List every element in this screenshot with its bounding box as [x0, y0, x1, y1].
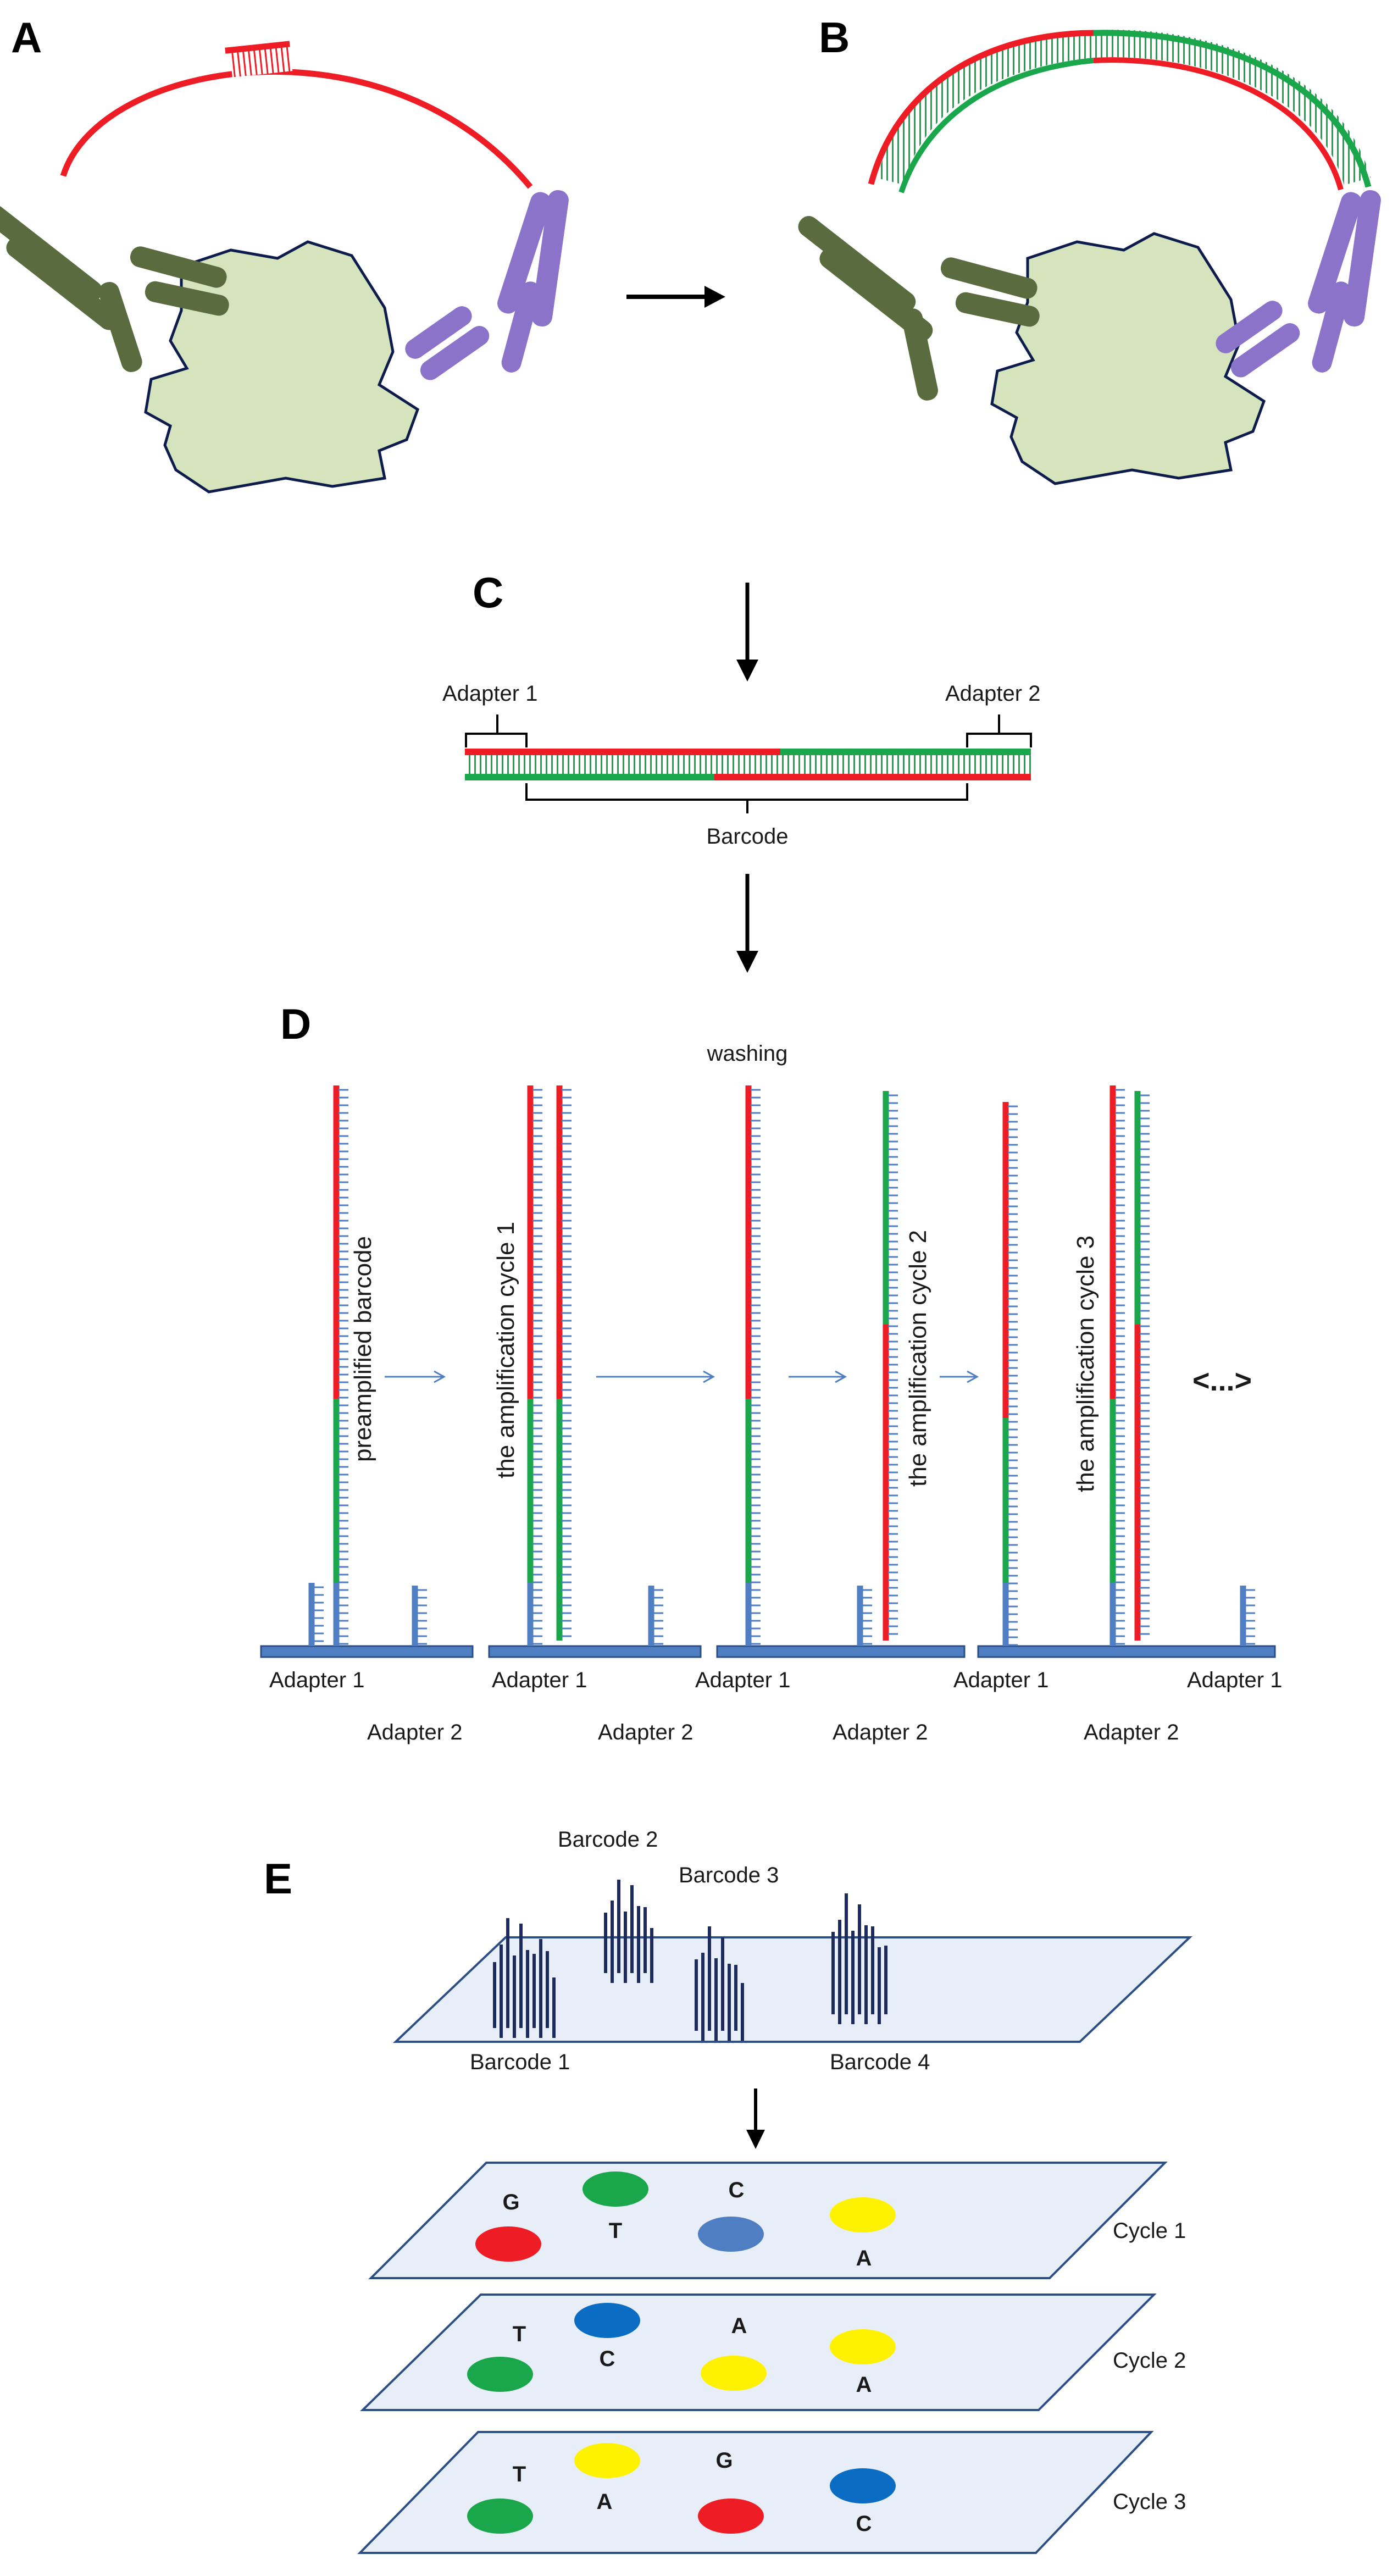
antibody-green-a	[0, 205, 229, 373]
cycle-1-surface	[368, 2162, 1168, 2279]
cycle-3-spot-yellow	[574, 2443, 640, 2478]
adapter2-bracket	[966, 714, 1032, 747]
cycle-2-spot-green	[467, 2357, 533, 2392]
cycle-3-base-2: A	[597, 2490, 613, 2514]
panel-c-label: C	[473, 568, 503, 617]
cycle-3-base-4: C	[856, 2512, 872, 2536]
adapter2-label-d1: Adapter 2	[367, 1720, 462, 1744]
barcode-bracket	[525, 783, 968, 813]
cycle-3-plate: T A G C Cycle 3	[357, 2431, 1186, 2554]
barcode2-label: Barcode 2	[558, 1827, 658, 1852]
panel-e-label: E	[264, 1854, 292, 1903]
cycle-1-spot-red	[475, 2226, 541, 2262]
cycle-1-base-4: A	[856, 2246, 872, 2270]
cycle-2-spot-darkblue	[574, 2303, 640, 2338]
substrate-3	[716, 1645, 966, 1658]
dna-duplex-hatch-right-b	[1092, 30, 1371, 186]
cycle-3-spot-green	[467, 2499, 533, 2534]
arrow-e-to-cycles	[746, 2089, 765, 2149]
oligo-backbone-a	[225, 41, 290, 54]
adapter1-label-c: Adapter 1	[442, 682, 537, 706]
adapter1-label-d4: Adapter 1	[953, 1668, 1048, 1692]
amplification-cycle-1-label: the amplification cycle 1	[492, 1222, 519, 1478]
preamplified-barcode-label: preamplified barcode	[350, 1236, 376, 1462]
cycle-1-base-3: C	[729, 2178, 745, 2202]
arrow-b-to-c	[736, 583, 758, 682]
dna-strand-red-b	[868, 30, 1094, 185]
cycle-1-plate: G T C A Cycle 1	[368, 2162, 1186, 2279]
cycle-3-base-3: G	[715, 2448, 733, 2473]
dna-strand-green-inner-b	[898, 58, 1094, 193]
adapter2-label-d2: Adapter 2	[598, 1720, 693, 1744]
barcode1-label: Barcode 1	[470, 2050, 570, 2074]
hybridized-oligo-a	[229, 43, 293, 77]
adapter1-bracket	[465, 714, 528, 747]
cycle-2-surface	[360, 2294, 1157, 2411]
cycle-3-spot-red	[698, 2499, 764, 2534]
cycle-3-spot-darkblue	[830, 2468, 896, 2503]
cycle-1-spot-yellow	[830, 2197, 896, 2232]
cycle-2-label: Cycle 2	[1113, 2348, 1186, 2373]
cycle-3-base-1: T	[513, 2462, 526, 2486]
panel-c: C Adapter 1 Adapter 2 Barcode	[442, 568, 1040, 849]
barcode4-label: Barcode 4	[830, 2050, 930, 2074]
panel-b: B	[798, 13, 1381, 485]
cycle-2-base-2: C	[600, 2347, 615, 2371]
amplification-cycle-3-label: the amplification cycle 3	[1072, 1236, 1099, 1492]
panel-d: D washing preamplified barcode the ampli…	[260, 1000, 1282, 1744]
dna-duplex-hatch-left-b	[876, 30, 1095, 185]
dna-strand-red-a	[60, 68, 533, 189]
adapter1-label-d2: Adapter 1	[492, 1668, 587, 1692]
substrate-2	[488, 1645, 702, 1658]
dna-strand-green-outer-b	[1093, 30, 1372, 188]
cycle-3-label: Cycle 3	[1113, 2490, 1186, 2514]
flow-arrows	[385, 1370, 979, 1383]
barcode-label-c: Barcode	[707, 824, 789, 849]
arrow-a-to-b	[626, 286, 725, 308]
cycle-2-base-4: A	[856, 2373, 872, 2397]
antibody-purple-a	[405, 190, 569, 380]
adapter2-label-d3: Adapter 2	[833, 1720, 928, 1744]
cycle-2-base-3: A	[731, 2314, 747, 2338]
cycle-1-label: Cycle 1	[1113, 2219, 1186, 2243]
amplification-cycle-2-label: the amplification cycle 2	[905, 1230, 931, 1487]
cycle-1-base-1: G	[502, 2190, 519, 2214]
cycle-1-spot-blue	[698, 2217, 764, 2252]
cycle-2-plate: T C A A Cycle 2	[360, 2294, 1186, 2411]
panel-a: A	[0, 13, 569, 494]
substrate-4	[977, 1645, 1276, 1658]
cycle-2-base-1: T	[513, 2322, 526, 2346]
panel-b-label: B	[819, 13, 850, 62]
washing-label: washing	[707, 1042, 788, 1066]
adapter1-label-d5: Adapter 1	[1187, 1668, 1282, 1692]
cycle-1-spot-green	[582, 2171, 648, 2207]
panel-a-label: A	[11, 13, 42, 62]
strands	[308, 1085, 1255, 1646]
adapter2-label-c: Adapter 2	[945, 682, 1040, 706]
flow-cell-surface	[392, 1936, 1193, 2043]
cycle-1-base-2: T	[609, 2219, 622, 2243]
adapter1-label-d1: Adapter 1	[269, 1668, 364, 1692]
cycle-2-spot-yellow-2	[830, 2329, 896, 2364]
antibody-green-b	[798, 216, 1040, 401]
antibody-purple-b	[1216, 190, 1381, 378]
panel-e: E Barcode 2 Barcode 3 Barcode 1 Barcode …	[264, 1827, 1193, 2554]
duplex-hatch-c	[467, 754, 1031, 774]
arrow-c-to-d	[736, 874, 758, 973]
barcode3-label: Barcode 3	[679, 1863, 779, 1887]
protein-antigen-b	[990, 232, 1266, 485]
adapter2-label-d4: Adapter 2	[1084, 1720, 1179, 1744]
adapter1-label-d3: Adapter 1	[695, 1668, 790, 1692]
dna-strand-red-inner-b	[1093, 57, 1344, 191]
cycle-2-spot-yellow-1	[701, 2356, 767, 2391]
barcode-clusters	[493, 1880, 887, 2041]
cycle-3-surface	[357, 2431, 1154, 2554]
panel-d-label: D	[280, 1000, 311, 1048]
continuation-ellipsis: <...>	[1192, 1364, 1252, 1397]
substrate-1	[260, 1645, 474, 1658]
